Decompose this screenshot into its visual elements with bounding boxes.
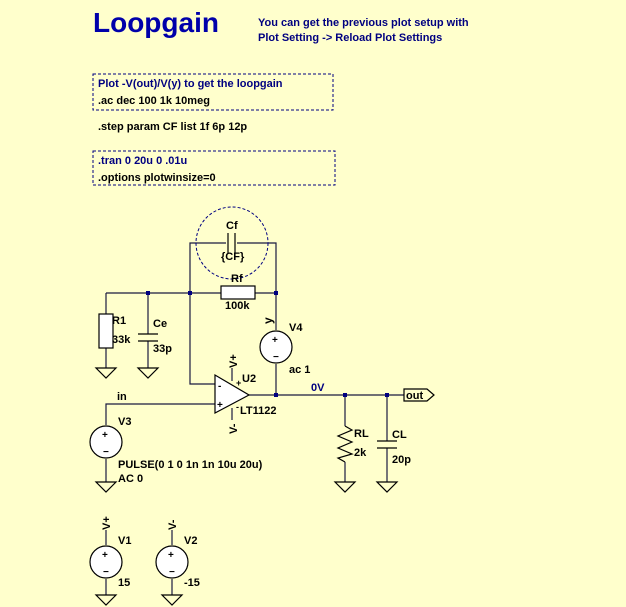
voltage-source-v3[interactable]: + − V3 PULSE(0 1 0 1n 1n 10u 20u) AC 0 — [89, 416, 263, 485]
capacitor-ce[interactable]: Ce 33p — [138, 318, 172, 355]
svg-text:+: + — [272, 335, 278, 346]
svg-text:−: − — [169, 567, 175, 578]
tran-directive[interactable]: .tran 0 20u 0 .01u — [98, 155, 187, 167]
svg-text:−: − — [273, 352, 279, 363]
ce-value: 33p — [153, 343, 172, 355]
node-voltage-label: 0V — [311, 382, 325, 394]
v3-value-pulse: PULSE(0 1 0 1n 1n 10u 20u) — [118, 459, 263, 471]
ac-directive-box[interactable] — [92, 73, 334, 111]
voltage-source-v4[interactable]: + − V4 ac 1 — [259, 322, 310, 376]
rf-name: Rf — [231, 273, 243, 285]
ce-name: Ce — [153, 318, 167, 330]
ground-icon — [94, 367, 118, 379]
v1-name: V1 — [118, 535, 131, 547]
junction-dots — [146, 291, 389, 397]
page-title: Loopgain — [93, 7, 219, 38]
cl-name: CL — [392, 429, 407, 441]
header-note-line1: You can get the previous plot setup with — [258, 17, 469, 29]
cf-value: {CF} — [221, 251, 245, 263]
r1-value: 33k — [112, 334, 131, 346]
v2-name: V2 — [184, 535, 197, 547]
u2-name: U2 — [242, 373, 256, 385]
voltage-source-v1[interactable]: + − V1 15 — [89, 535, 131, 589]
r1-name: R1 — [112, 315, 126, 327]
ac-directive[interactable]: .ac dec 100 1k 10meg — [98, 95, 210, 107]
svg-text:-: - — [218, 381, 221, 392]
port-out-label: out — [406, 390, 423, 402]
v2-value: -15 — [184, 577, 200, 589]
net-label-vplus-opamp[interactable]: V+ — [228, 354, 240, 368]
step-directive[interactable]: .step param CF list 1f 6p 12p — [98, 121, 247, 133]
rl-value: 2k — [354, 447, 367, 459]
resistor-rf[interactable]: Rf 100k — [220, 273, 256, 312]
tran-directive-box[interactable] — [92, 150, 336, 186]
net-label-vminus-v2[interactable]: V- — [167, 519, 179, 530]
ground-icon — [94, 594, 118, 606]
resistor-rl[interactable]: RL 2k — [336, 425, 369, 463]
options-directive[interactable]: .options plotwinsize=0 — [98, 172, 216, 184]
v4-name: V4 — [289, 322, 303, 334]
svg-text:+: + — [236, 378, 241, 388]
net-label-in[interactable]: in — [117, 391, 127, 403]
ground-symbols — [94, 367, 399, 606]
capacitor-cf[interactable]: Cf {CF} — [195, 206, 269, 280]
ground-icon — [94, 481, 118, 493]
svg-text:-: - — [236, 402, 239, 412]
cf-name: Cf — [226, 220, 238, 232]
ground-icon — [375, 481, 399, 493]
ground-icon — [333, 481, 357, 493]
ac-directive-comment: Plot -V(out)/V(y) to get the loopgain — [98, 78, 283, 90]
net-label-vplus-v1[interactable]: V+ — [101, 516, 113, 530]
header-note-line2: Plot Setting -> Reload Plot Settings — [258, 32, 442, 44]
rl-name: RL — [354, 428, 369, 440]
svg-text:+: + — [168, 550, 174, 561]
opamp-u2[interactable]: - + + - U2 LT1122 — [214, 373, 277, 417]
svg-text:+: + — [102, 550, 108, 561]
capacitor-cl[interactable]: CL 20p — [377, 429, 411, 466]
net-label-y[interactable]: y — [261, 317, 275, 324]
svg-text:−: − — [103, 447, 109, 458]
svg-text:+: + — [217, 400, 223, 411]
ground-icon — [136, 367, 160, 379]
rf-value: 100k — [225, 300, 250, 312]
v3-name: V3 — [118, 416, 131, 428]
port-out[interactable]: out — [403, 388, 435, 402]
net-label-vminus-opamp[interactable]: V- — [228, 423, 240, 434]
ground-icon — [160, 594, 184, 606]
v3-value-ac: AC 0 — [118, 473, 143, 485]
resistor-r1[interactable]: R1 33k — [98, 313, 131, 349]
svg-text:+: + — [102, 430, 108, 441]
svg-text:−: − — [103, 567, 109, 578]
wires — [105, 242, 404, 595]
cl-value: 20p — [392, 454, 411, 466]
v1-value: 15 — [118, 577, 130, 589]
u2-value: LT1122 — [240, 405, 277, 417]
voltage-source-v2[interactable]: + − V2 -15 — [155, 535, 200, 589]
v4-value: ac 1 — [289, 364, 310, 376]
